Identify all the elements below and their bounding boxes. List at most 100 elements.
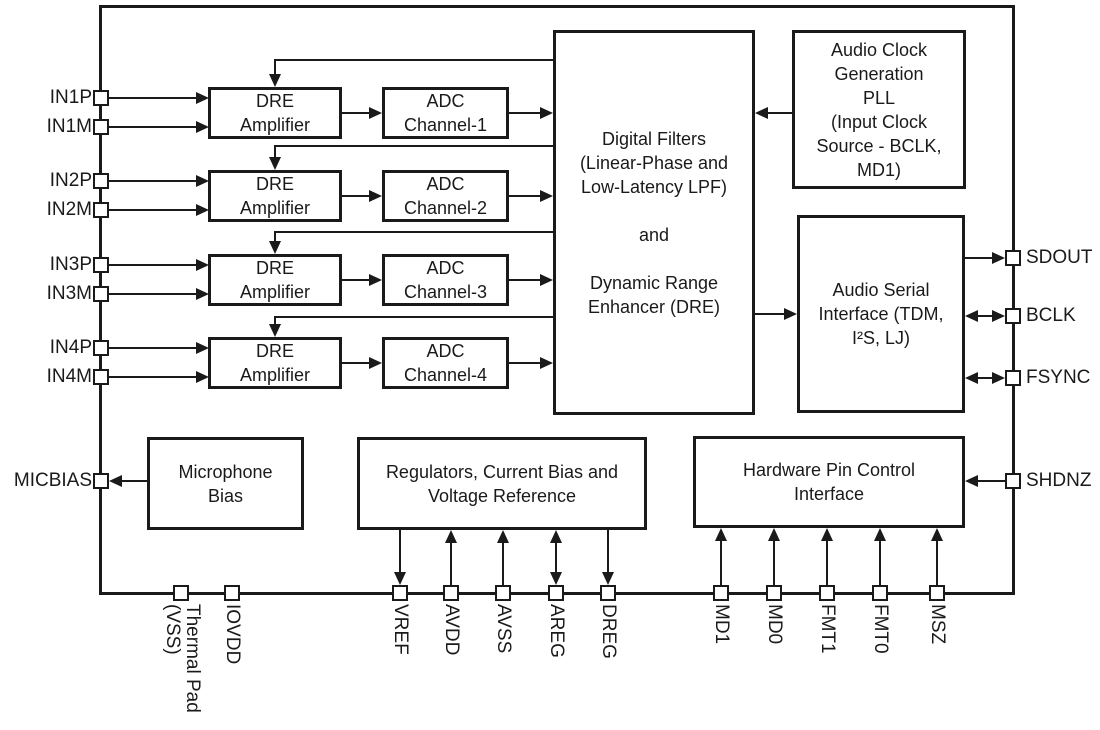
arrow-dre2-adc2: [369, 190, 382, 202]
label-avdd: AVDD: [441, 604, 462, 656]
pin-fsync: [1005, 370, 1021, 386]
label-fsync: FSYNC: [1026, 367, 1091, 388]
pin-in3m: [93, 286, 109, 302]
block-dre-amplifier-2: DRE Amplifier: [208, 170, 342, 222]
pin-shdnz: [1005, 473, 1021, 489]
arrow-pll-df: [755, 107, 768, 119]
pin-sdout: [1005, 250, 1021, 266]
arrow-in4m: [196, 371, 209, 383]
wire-avss: [502, 543, 504, 585]
pin-in4p: [93, 340, 109, 356]
arrow-md1: [715, 528, 727, 541]
pin-iovdd: [224, 585, 240, 601]
arrow-adc3-df: [540, 274, 553, 286]
pin-areg: [548, 585, 564, 601]
wire-df-dre2-drop: [274, 145, 276, 157]
arrow-in1m: [196, 121, 209, 133]
arrow-adc1-df: [540, 107, 553, 119]
wire-in4p: [108, 347, 196, 349]
label-in3p: IN3P: [49, 254, 92, 275]
wire-areg: [555, 543, 557, 572]
pin-fmt1: [819, 585, 835, 601]
wire-msz: [936, 541, 938, 585]
arrow-avdd: [445, 530, 457, 543]
wire-dreg: [607, 530, 609, 573]
pin-dreg: [600, 585, 616, 601]
block-audio-clock-pll: Audio Clock Generation PLL (Input Clock …: [792, 30, 966, 189]
pin-vref: [392, 585, 408, 601]
arrow-adc2-df: [540, 190, 553, 202]
arrow-fmt1: [821, 528, 833, 541]
arrow-areg-down: [550, 572, 562, 585]
label-fmt1: FMT1: [817, 604, 838, 654]
arrow-dre1-adc1: [369, 107, 382, 119]
wire-adc4-df: [509, 362, 540, 364]
pin-md1: [713, 585, 729, 601]
wire-pll-df: [768, 112, 792, 114]
arrow-md0: [768, 528, 780, 541]
wire-dre4-adc4: [341, 362, 369, 364]
block-adc-channel-2: ADC Channel-2: [382, 170, 509, 222]
label-avss: AVSS: [493, 604, 514, 654]
wire-in2m: [108, 209, 196, 211]
wire-fmt1: [826, 541, 828, 585]
wire-in3m: [108, 293, 196, 295]
arrow-in4p: [196, 342, 209, 354]
arrow-in3p: [196, 259, 209, 271]
wire-dre1-adc1: [341, 112, 369, 114]
wire-df-dre4-feedback: [274, 316, 553, 318]
label-in1m: IN1M: [46, 116, 92, 137]
wire-in2p: [108, 180, 196, 182]
arrow-df-dre4: [269, 324, 281, 337]
label-fmt0: FMT0: [870, 604, 891, 654]
arrow-areg-up: [550, 530, 562, 543]
pin-avss: [495, 585, 511, 601]
pin-in3p: [93, 257, 109, 273]
arrow-dreg: [602, 572, 614, 585]
block-dre-amplifier-3: DRE Amplifier: [208, 254, 342, 306]
arrow-adc4-df: [540, 357, 553, 369]
arrow-dre4-adc4: [369, 357, 382, 369]
pin-in2m: [93, 202, 109, 218]
wire-df-dre3-drop: [274, 231, 276, 241]
arrow-msz: [931, 528, 943, 541]
label-thermal-pad: Thermal Pad (VSS): [162, 604, 203, 713]
wire-df-dre1-drop: [274, 59, 276, 74]
pin-fmt0: [872, 585, 888, 601]
label-areg: AREG: [546, 604, 567, 658]
label-in3m: IN3M: [46, 283, 92, 304]
arrow-in2p: [196, 175, 209, 187]
label-in2m: IN2M: [46, 199, 92, 220]
wire-df-asi: [755, 313, 785, 315]
label-bclk: BCLK: [1026, 305, 1076, 326]
arrow-df-dre2: [269, 157, 281, 170]
wire-fmt0: [879, 541, 881, 585]
wire-shdnz: [978, 480, 1005, 482]
block-adc-channel-3: ADC Channel-3: [382, 254, 509, 306]
label-iovdd: IOVDD: [222, 604, 243, 665]
label-in1p: IN1P: [49, 87, 92, 108]
pin-md0: [766, 585, 782, 601]
arrow-avss: [497, 530, 509, 543]
label-msz: MSZ: [927, 604, 948, 645]
pin-bclk: [1005, 308, 1021, 324]
wire-md0: [773, 541, 775, 585]
block-dre-amplifier-1: DRE Amplifier: [208, 87, 342, 139]
arrow-in2m: [196, 204, 209, 216]
label-md0: MD0: [764, 604, 785, 645]
label-in4p: IN4P: [49, 337, 92, 358]
arrow-df-dre3: [269, 241, 281, 254]
block-audio-serial-interface: Audio Serial Interface (TDM, I²S, LJ): [797, 215, 965, 413]
wire-df-dre1-feedback: [274, 59, 553, 61]
block-adc-channel-4: ADC Channel-4: [382, 337, 509, 389]
label-vref: VREF: [390, 604, 411, 655]
arrow-vref: [394, 572, 406, 585]
wire-avdd: [450, 543, 452, 585]
label-in4m: IN4M: [46, 366, 92, 387]
arrow-bclk-in: [965, 310, 978, 322]
arrow-df-asi: [784, 308, 797, 320]
arrow-in3m: [196, 288, 209, 300]
block-adc-channel-1: ADC Channel-1: [382, 87, 509, 139]
pin-in1p: [93, 90, 109, 106]
